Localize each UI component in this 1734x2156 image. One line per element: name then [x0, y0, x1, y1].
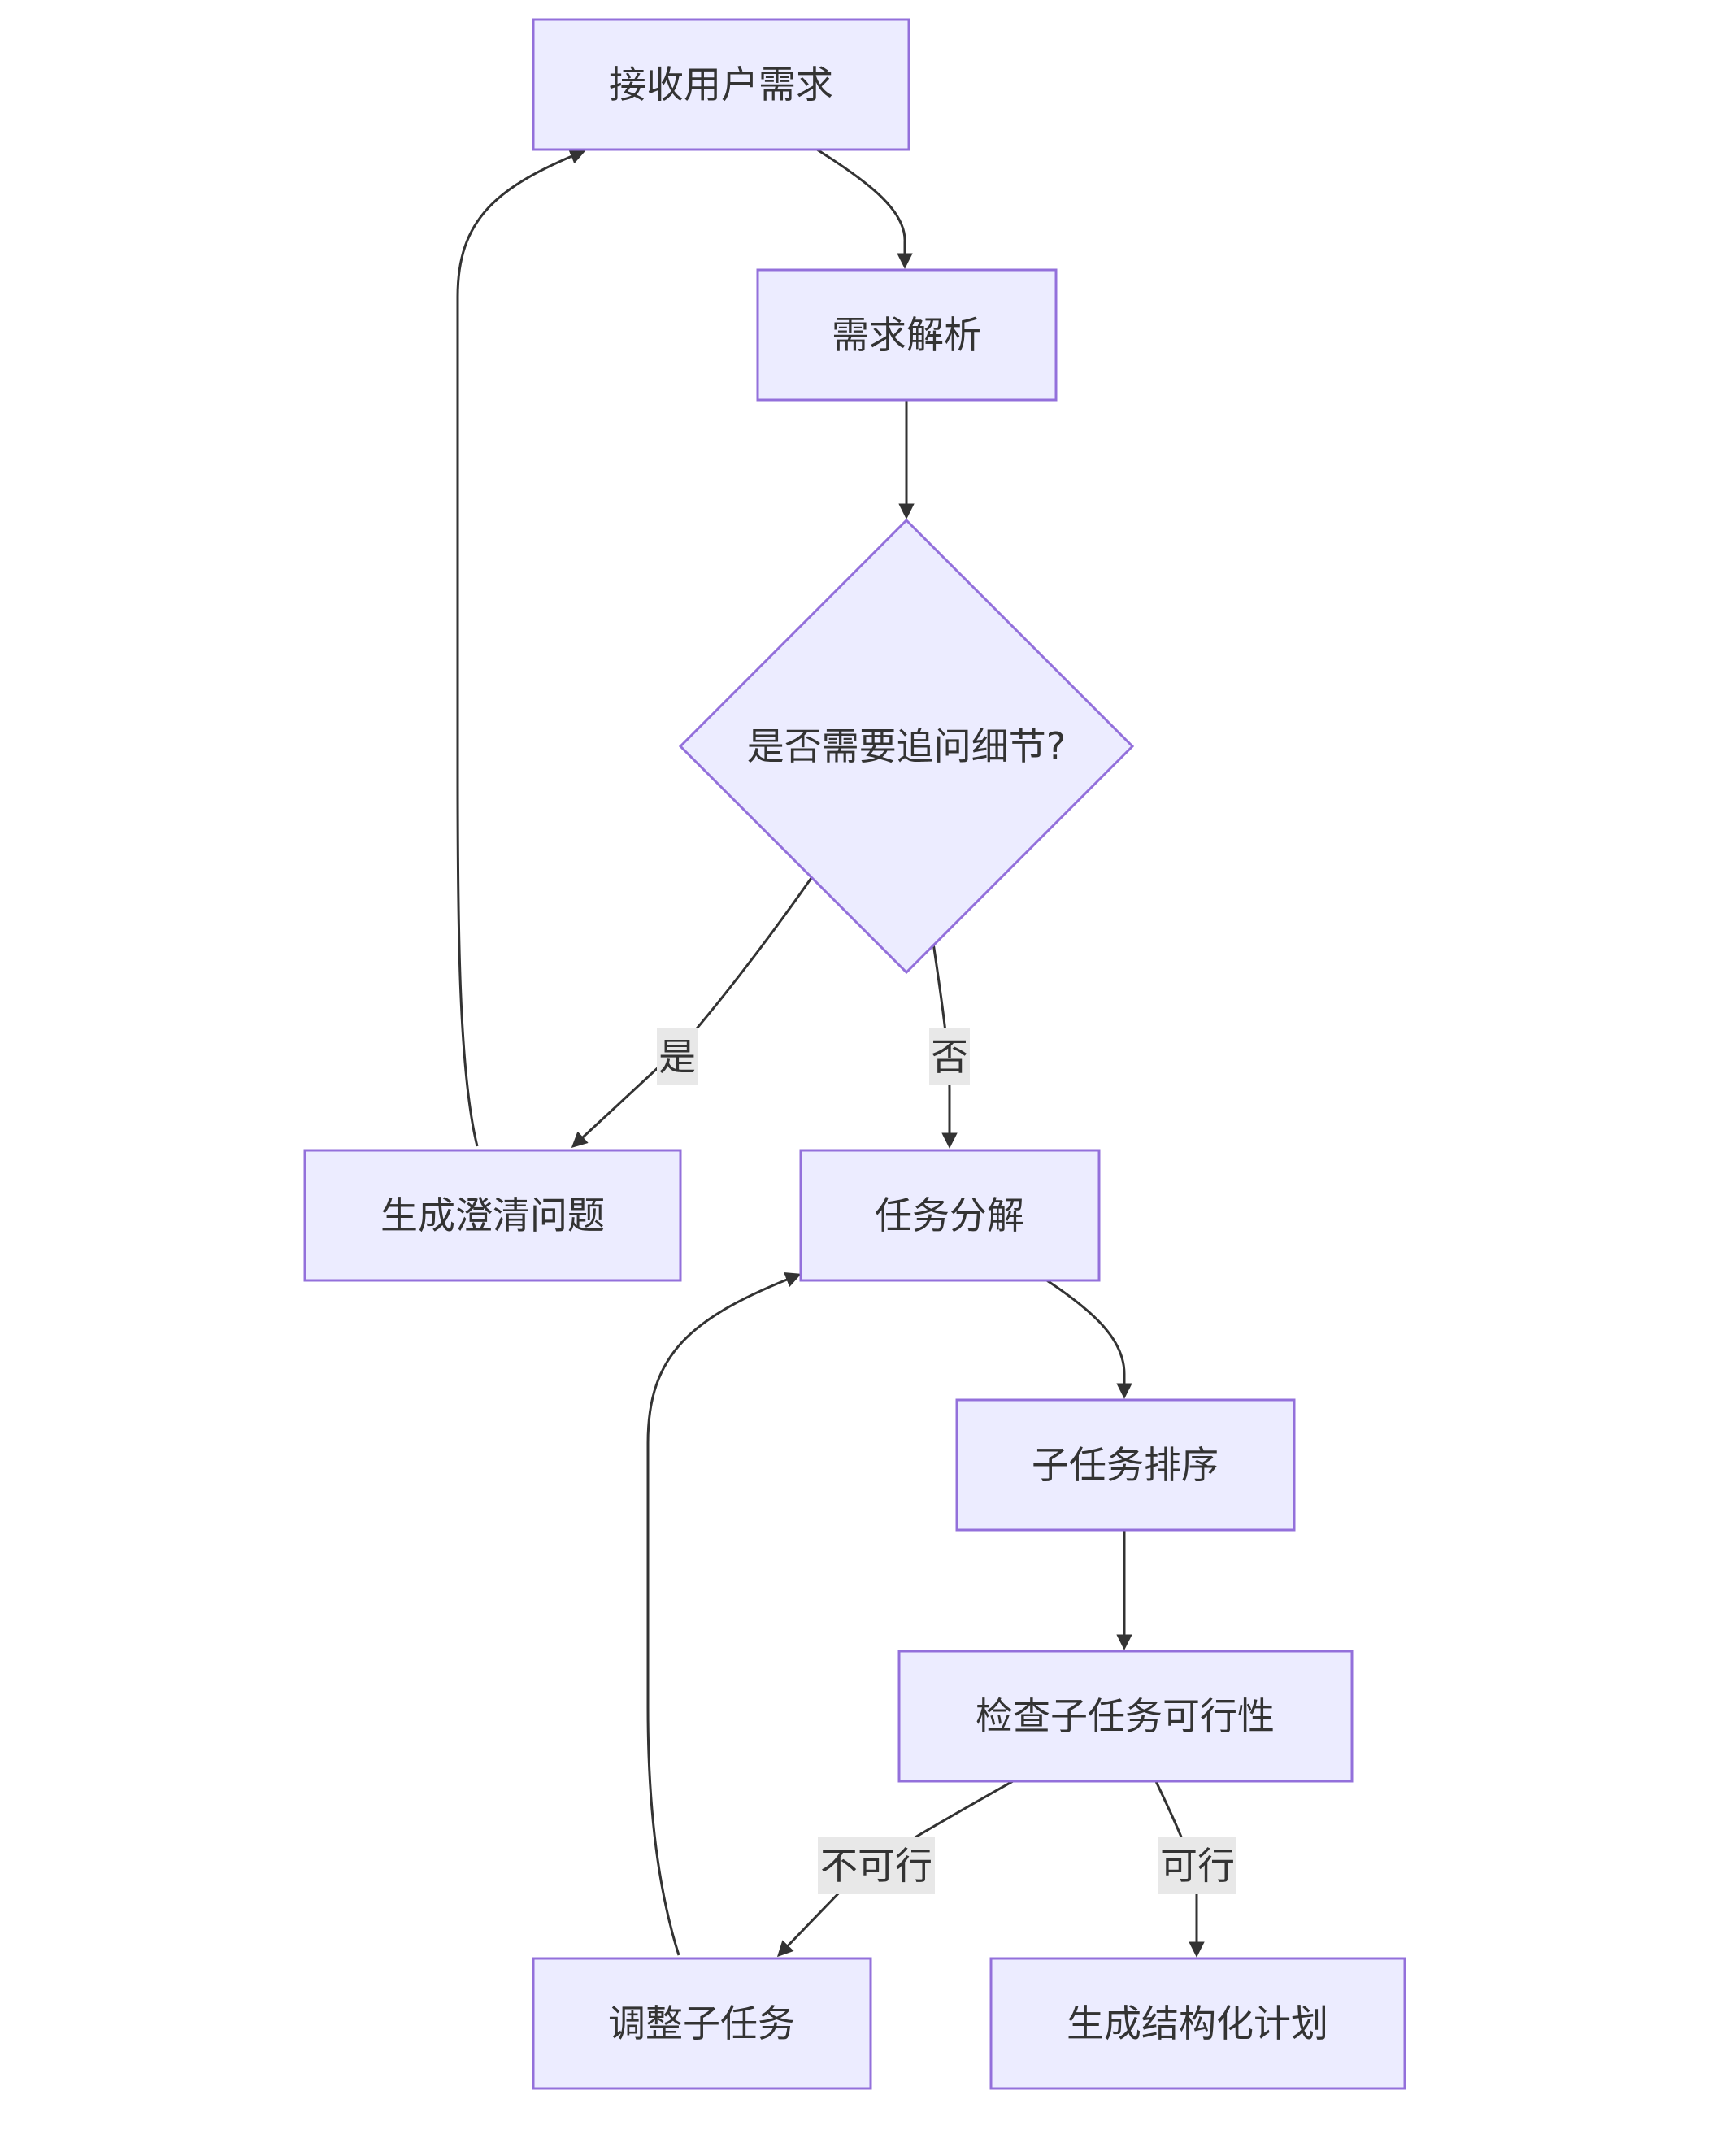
edge-label-infeasible-text: 不可行: [820, 1844, 932, 1888]
node-subtask-sorting: 子任务排序: [955, 1398, 1296, 1532]
node-parse-request-label: 需求解析: [832, 313, 981, 357]
node-subtask-sorting-label: 子任务排序: [1032, 1443, 1219, 1487]
node-decision-label: 是否需要追问细节?: [747, 724, 1066, 768]
node-parse-request: 需求解析: [756, 268, 1058, 402]
edge-label-yes: 是: [657, 1028, 698, 1085]
edge-decompose-to-sort: [1040, 1275, 1132, 1399]
node-task-decomposition: 任务分解: [799, 1149, 1101, 1282]
edge-label-yes-text: 是: [658, 1035, 696, 1079]
edge-clarify-to-receive: [456, 149, 586, 1147]
node-adjust-subtasks: 调整子任务: [532, 1957, 872, 2090]
node-generate-plan: 生成结构化计划: [989, 1957, 1406, 2090]
edges: [456, 148, 1205, 1958]
node-decision-need-clarification: 是否需要追问细节?: [678, 518, 1135, 975]
edge-label-feasible-text: 可行: [1160, 1844, 1235, 1888]
edge-decision-to-clarify: [571, 877, 813, 1148]
node-receive-request-label: 接收用户需求: [609, 63, 833, 106]
node-receive-request: 接收用户需求: [532, 18, 910, 151]
node-generate-clarification-label: 生成澄清问题: [380, 1193, 605, 1237]
node-adjust-subtasks-label: 调整子任务: [608, 2002, 795, 2045]
node-task-decomposition-label: 任务分解: [875, 1193, 1024, 1237]
edge-label-no-text: 否: [931, 1035, 968, 1079]
edge-adjust-to-decompose: [646, 1271, 802, 1956]
node-check-feasibility: 检查子任务可行性: [897, 1650, 1354, 1783]
edge-label-feasible: 可行: [1158, 1837, 1236, 1894]
edge-label-infeasible: 不可行: [818, 1837, 935, 1894]
node-generate-plan-label: 生成结构化计划: [1067, 2002, 1328, 2045]
node-check-feasibility-label: 检查子任务可行性: [976, 1694, 1275, 1738]
edge-receive-to-parse: [816, 148, 913, 269]
edge-label-no: 否: [929, 1028, 970, 1085]
node-generate-clarification: 生成澄清问题: [303, 1149, 682, 1282]
